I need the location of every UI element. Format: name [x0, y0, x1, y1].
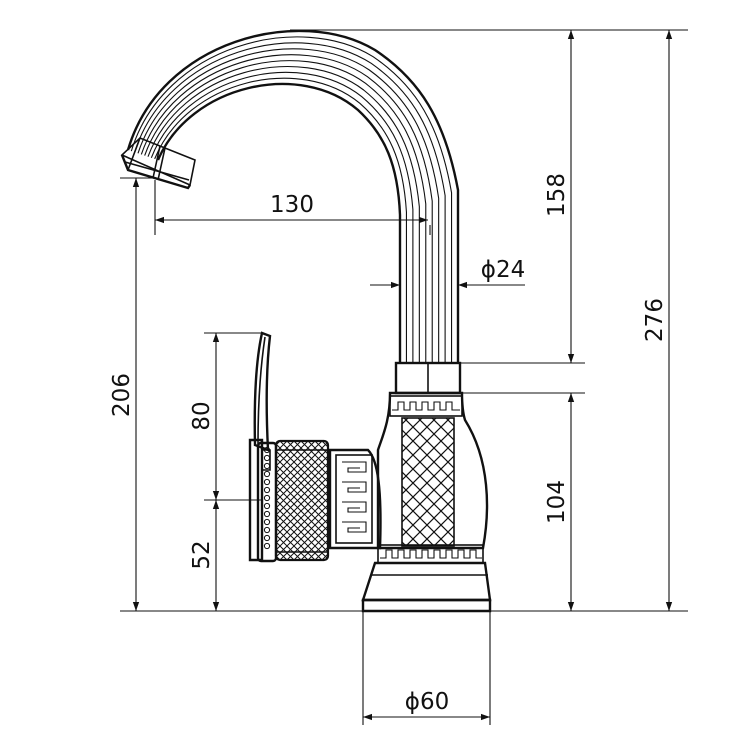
dimension-label: 52	[189, 540, 215, 569]
extension-lines	[120, 29, 688, 725]
spout-collar	[394, 361, 462, 395]
dimension-label: 206	[109, 373, 135, 417]
dimension-label: 80	[189, 401, 215, 430]
spout-flute	[137, 48, 440, 362]
spout-flute	[154, 77, 407, 362]
handle-hub	[256, 439, 330, 563]
dimension-label: 130	[270, 192, 314, 218]
hub-bead	[263, 486, 271, 494]
spout-flutes	[130, 36, 453, 362]
dimension-pipe-diameter: ϕ24	[370, 257, 525, 289]
hub-bead	[263, 526, 271, 534]
dimension-spout-height: 158	[544, 30, 575, 363]
dimension-label: 158	[544, 173, 570, 217]
spout-flute	[144, 60, 427, 362]
spout-flute	[140, 54, 433, 362]
dimension-outlet-height: 206	[109, 178, 140, 611]
dimension-label: 104	[544, 480, 570, 524]
spout-flute	[130, 36, 453, 362]
hub-bead	[263, 518, 271, 526]
spout	[126, 29, 460, 362]
spout-flute	[147, 65, 420, 362]
spout-flute	[150, 71, 414, 362]
dimension-label: ϕ60	[405, 689, 449, 715]
hub-bead	[263, 534, 271, 542]
hub-bead	[263, 494, 271, 502]
hub-bead	[263, 542, 271, 550]
hub-bead	[263, 478, 271, 486]
dimension-label: 276	[642, 298, 668, 342]
spout-aerator	[120, 137, 196, 190]
hub-bead	[263, 510, 271, 518]
hub-bead	[263, 470, 271, 478]
dimension-body-height: 104	[544, 393, 575, 611]
hub-bead-ring	[263, 446, 271, 550]
hub-bead	[263, 462, 271, 470]
faucet-base	[361, 561, 492, 613]
dimension-overall-height: 276	[642, 30, 673, 611]
dimension-label: ϕ24	[481, 257, 525, 283]
dimension-spout-reach: 130	[155, 192, 428, 224]
dimension-base-diameter: ϕ60	[363, 689, 490, 721]
spout-flute	[134, 42, 446, 362]
hub-bead	[263, 454, 271, 462]
dimension-handle-height: 80	[189, 333, 220, 500]
lever-handle	[248, 331, 272, 562]
hub-bead	[263, 502, 271, 510]
cartridge-housing	[328, 448, 382, 550]
faucet-body	[120, 29, 492, 613]
dimension-handle-axis: 52	[189, 500, 220, 611]
valve-body	[376, 391, 489, 564]
